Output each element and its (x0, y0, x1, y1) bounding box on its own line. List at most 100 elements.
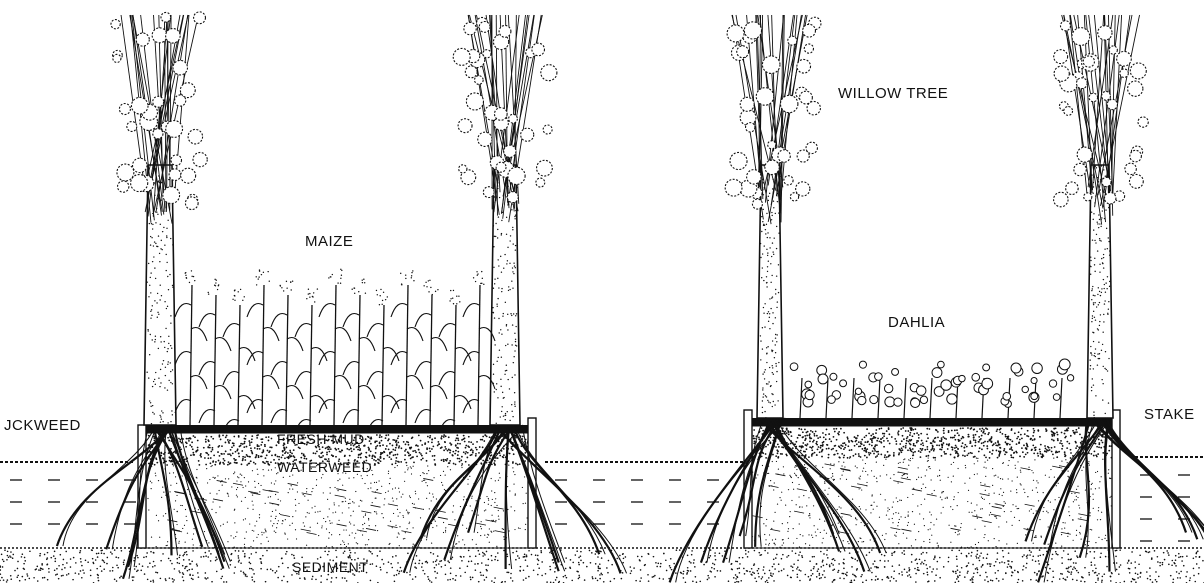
stipple-dot (1076, 431, 1078, 433)
stipple-dot (782, 539, 783, 540)
stipple-dot (1073, 562, 1075, 564)
stipple-dot (922, 444, 924, 446)
stipple-dot (252, 501, 253, 502)
stipple-dot (395, 487, 396, 488)
stipple-dot (1199, 556, 1201, 558)
stipple-dot (1154, 550, 1156, 552)
stipple-dot (914, 428, 916, 430)
stipple-dot (855, 518, 856, 519)
stipple-dot (935, 437, 937, 439)
stipple-dot (1069, 559, 1071, 561)
stipple-dot (350, 552, 352, 554)
stipple-dot (913, 444, 915, 446)
stipple-dot (507, 260, 508, 261)
stipple-dot (339, 451, 341, 453)
stipple-dot (1033, 513, 1034, 514)
stipple-dot (475, 455, 477, 457)
stipple-dot (211, 581, 213, 583)
stipple-dot (409, 574, 411, 576)
waterweed-stroke (335, 495, 345, 497)
stipple-dot (251, 553, 253, 555)
stipple-dot (1060, 573, 1062, 575)
stipple-dot (1067, 462, 1068, 463)
stipple-dot (1138, 563, 1140, 565)
stipple-dot (787, 575, 789, 577)
stipple-dot (810, 491, 811, 492)
stipple-dot (880, 494, 881, 495)
stipple-dot (247, 508, 248, 509)
stipple-dot (927, 455, 929, 457)
stipple-dot (496, 303, 497, 304)
stipple-dot (908, 441, 910, 443)
stipple-dot (1162, 562, 1164, 564)
stipple-dot (172, 581, 174, 583)
stipple-dot (422, 458, 424, 460)
foliage-cluster (185, 197, 198, 210)
stipple-dot (243, 519, 244, 520)
stipple-dot (1097, 519, 1098, 520)
stipple-dot (1018, 508, 1019, 509)
stipple-dot (996, 558, 998, 560)
stipple-dot (827, 457, 829, 459)
stipple-dot (575, 554, 577, 556)
stipple-dot (670, 567, 672, 569)
stipple-dot (847, 457, 849, 459)
stipple-dot (556, 577, 558, 579)
stipple-dot (907, 497, 908, 498)
stipple-dot (788, 538, 789, 539)
stipple-dot (995, 475, 996, 476)
stipple-dot (81, 577, 83, 579)
stipple-dot (981, 496, 982, 497)
stipple-dot (900, 516, 901, 517)
stipple-dot (1036, 487, 1037, 488)
stipple-dot (327, 448, 329, 450)
stipple-dot (1004, 501, 1005, 502)
stipple-dot (1134, 579, 1136, 581)
stipple-dot (493, 531, 494, 532)
stipple-dot (781, 570, 783, 572)
stipple-dot (354, 537, 355, 538)
stipple-dot (491, 505, 492, 506)
stipple-dot (995, 546, 996, 547)
stipple-dot (719, 553, 721, 555)
stipple-dot (918, 450, 920, 452)
stipple-dot (764, 534, 765, 535)
stipple-dot (169, 460, 171, 462)
stipple-dot (887, 507, 888, 508)
stipple-dot (246, 576, 248, 578)
stipple-dot (788, 555, 790, 557)
stipple-dot (865, 435, 867, 437)
stipple-dot (873, 437, 875, 439)
stipple-dot (966, 446, 968, 448)
stipple-dot (370, 487, 371, 488)
stipple-dot (375, 452, 377, 454)
stipple-dot (376, 440, 378, 442)
stipple-dot (453, 505, 454, 506)
stipple-dot (966, 556, 968, 558)
stipple-dot (268, 436, 270, 438)
stipple-dot (230, 535, 231, 536)
stipple-dot (376, 434, 378, 436)
stipple-dot (1008, 560, 1010, 562)
stipple-dot (352, 532, 353, 533)
stipple-dot (441, 566, 443, 568)
stipple-dot (981, 430, 983, 432)
stipple-dot (1151, 557, 1153, 559)
stipple-dot (999, 429, 1001, 431)
stipple-dot (39, 555, 41, 557)
stipple-dot (251, 435, 253, 437)
stipple-dot (592, 578, 594, 580)
stipple-dot (149, 354, 150, 355)
stipple-dot (475, 555, 477, 557)
stipple-dot (3, 579, 5, 581)
stipple-dot (85, 560, 87, 562)
stipple-dot (1055, 451, 1057, 453)
stipple-dot (198, 576, 200, 578)
stipple-dot (916, 442, 918, 444)
stipple-dot (968, 490, 969, 491)
stipple-dot (41, 568, 43, 570)
stipple-dot (838, 563, 840, 565)
stipple-dot (349, 535, 350, 536)
stipple-dot (875, 579, 877, 581)
stipple-dot (407, 528, 408, 529)
